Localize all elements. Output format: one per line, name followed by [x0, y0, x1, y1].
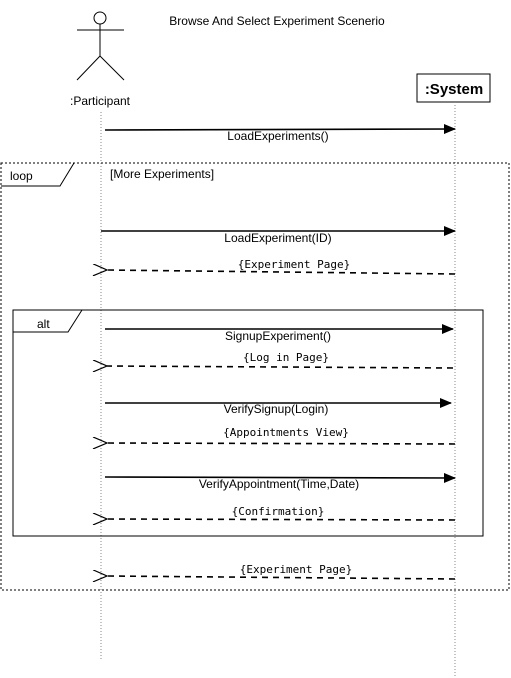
system-box: [416, 73, 491, 103]
confirmation-return-label: {Confirmation}: [232, 505, 325, 518]
log-in-page-return-label: {Log in Page}: [243, 351, 329, 364]
appointments-view-return-arrow: [107, 443, 456, 444]
alt-fragment: [12, 309, 484, 537]
experiment-page-return-arrow-1: [107, 270, 456, 274]
load-experiment-label: LoadExperiment(ID): [224, 231, 331, 245]
alt-tag: alt: [37, 317, 50, 331]
participant-label: :Participant: [70, 94, 131, 108]
experiment-page-return-label-1: {Experiment Page}: [238, 258, 351, 271]
alt-tag-box: [13, 309, 83, 333]
loop-tag-box: [1, 162, 75, 187]
signup-experiment-label: SignupExperiment(): [225, 329, 331, 343]
load-experiments-arrow: [104, 124, 456, 135]
confirmation-return-arrow: [107, 519, 456, 520]
verify-signup-label: VerifySignup(Login): [224, 402, 329, 416]
loop-fragment: [0, 162, 510, 591]
log-in-page-return-arrow: [107, 366, 454, 368]
experiment-page-return-arrow-2: [107, 576, 456, 579]
loop-guard: [More Experiments]: [110, 167, 214, 181]
experiment-page-return-label-2: {Experiment Page}: [240, 563, 353, 576]
appointments-view-return-label: {Appointments View}: [223, 426, 349, 439]
loop-tag: loop: [10, 169, 33, 183]
participant-actor-icon: [76, 11, 125, 81]
system-label: :System: [425, 81, 483, 98]
verify-appointment-label: VerifyAppointment(Time,Date): [199, 477, 359, 491]
load-experiments-label: LoadExperiments(): [227, 129, 328, 143]
verify-appointment-arrow: [104, 472, 456, 483]
diagram-title: Browse And Select Experiment Scenerio: [169, 14, 385, 28]
